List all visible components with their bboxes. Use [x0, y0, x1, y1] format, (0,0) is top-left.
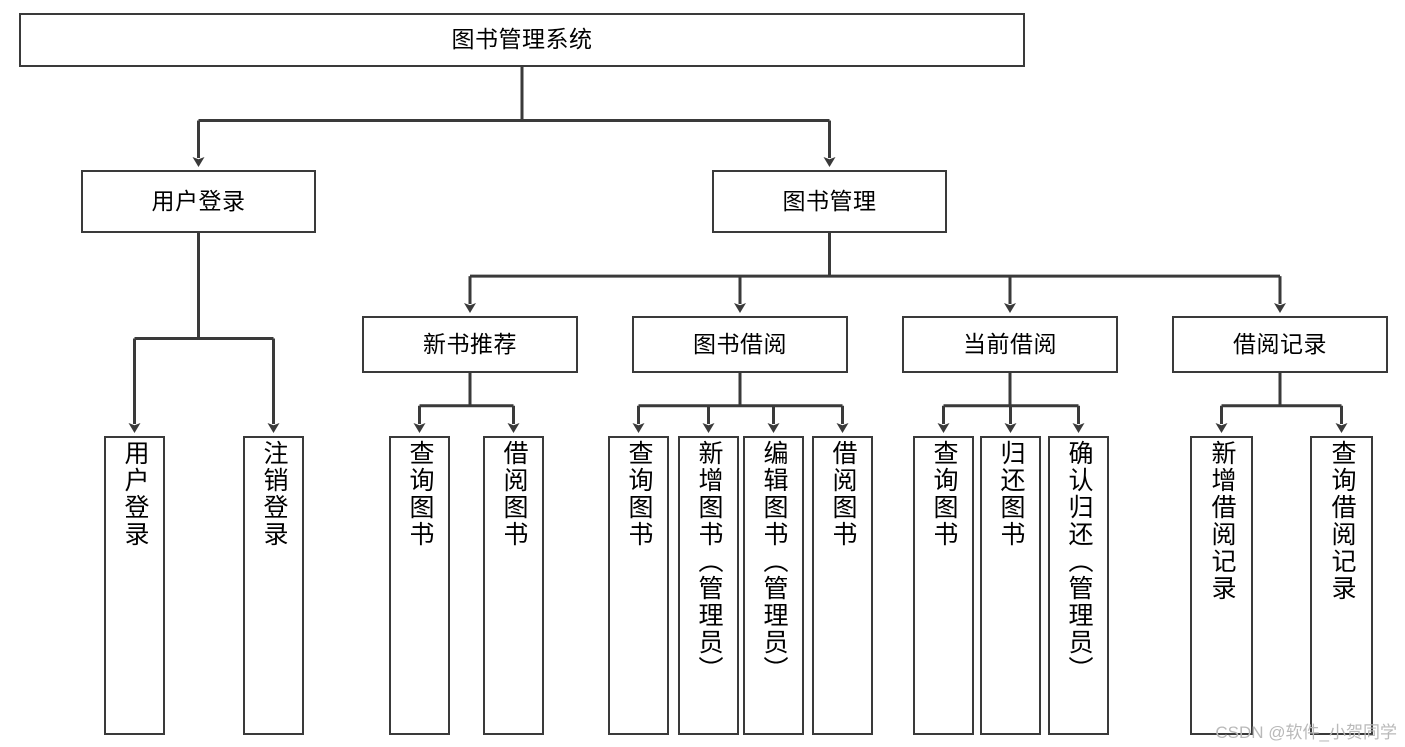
node-label: 图书借阅: [693, 330, 787, 357]
node-leaf-nb-query[interactable]: 查询图书: [389, 436, 450, 735]
node-label: 确认归还（管理员）: [1065, 440, 1093, 683]
node-label: 借阅图书: [500, 440, 528, 548]
edge-paths: [128, 67, 1348, 433]
node-label: 当前借阅: [963, 330, 1057, 357]
node-bookmgmt[interactable]: 图书管理: [712, 170, 947, 233]
node-label: 注销登录: [260, 440, 288, 548]
node-leaf-user-login[interactable]: 用户登录: [104, 436, 165, 735]
node-root[interactable]: 图书管理系统: [19, 13, 1025, 67]
node-label: 查询图书: [406, 440, 434, 548]
node-label: 图书管理系统: [451, 26, 593, 53]
node-label: 查询图书: [930, 440, 958, 548]
node-leaf-nb-borrow[interactable]: 借阅图书: [483, 436, 544, 735]
node-label: 查询图书: [625, 440, 653, 548]
node-leaf-user-logout[interactable]: 注销登录: [243, 436, 304, 735]
node-records[interactable]: 借阅记录: [1172, 316, 1388, 373]
node-leaf-bo-borrow[interactable]: 借阅图书: [812, 436, 873, 735]
node-label: 图书管理: [782, 187, 877, 214]
node-label: 借阅图书: [829, 440, 857, 548]
node-label: 归还图书: [997, 440, 1025, 548]
watermark-text: CSDN @软件_小贺同学: [1215, 723, 1397, 742]
node-leaf-cu-return[interactable]: 归还图书: [980, 436, 1041, 735]
node-label: 查询借阅记录: [1328, 440, 1356, 602]
node-leaf-rc-query[interactable]: 查询借阅记录: [1310, 436, 1373, 735]
node-label: 新增图书（管理员）: [695, 440, 723, 683]
node-borrow[interactable]: 图书借阅: [632, 316, 848, 373]
node-leaf-cu-confirm[interactable]: 确认归还（管理员）: [1048, 436, 1109, 735]
node-login[interactable]: 用户登录: [81, 170, 316, 233]
node-label: 用户登录: [151, 187, 246, 214]
node-label: 编辑图书（管理员）: [760, 440, 788, 683]
node-label: 借阅记录: [1233, 330, 1327, 357]
node-label: 新增借阅记录: [1208, 440, 1236, 602]
node-leaf-rc-add[interactable]: 新增借阅记录: [1190, 436, 1253, 735]
node-label: 用户登录: [121, 440, 149, 548]
node-leaf-bo-query[interactable]: 查询图书: [608, 436, 669, 735]
node-leaf-bo-add[interactable]: 新增图书（管理员）: [678, 436, 739, 735]
node-leaf-bo-edit[interactable]: 编辑图书（管理员）: [743, 436, 804, 735]
node-leaf-cu-query[interactable]: 查询图书: [913, 436, 974, 735]
node-label: 新书推荐: [423, 330, 517, 357]
node-current[interactable]: 当前借阅: [902, 316, 1118, 373]
node-newbooks[interactable]: 新书推荐: [362, 316, 578, 373]
